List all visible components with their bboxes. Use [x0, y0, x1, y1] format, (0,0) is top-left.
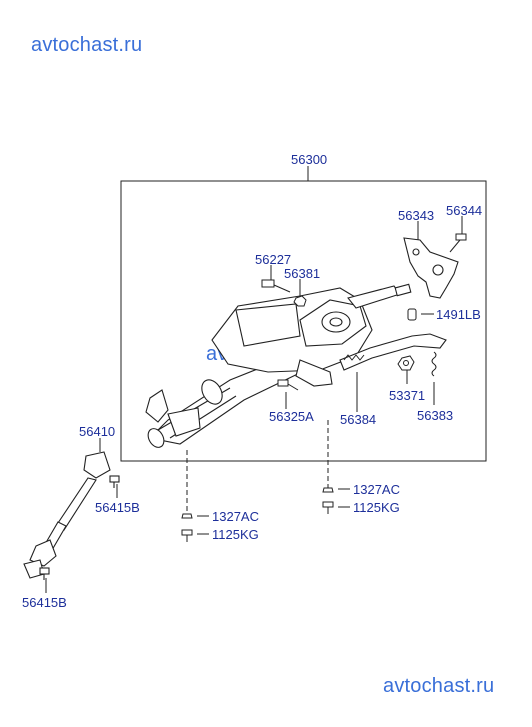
label-56381[interactable]: 56381	[284, 266, 321, 281]
spring-icon-56384	[343, 354, 365, 361]
label-1327ac-right[interactable]: 1327AC	[353, 482, 400, 497]
intermediate-shaft-icon	[23, 451, 120, 580]
bracket-icon	[403, 237, 459, 299]
watermark-top: avtochast.ru	[31, 34, 143, 56]
nut-icon-53371	[397, 355, 415, 371]
steering-column-icon	[145, 283, 412, 448]
nut-icon-56381	[293, 295, 307, 307]
label-56325a[interactable]: 56325A	[269, 409, 314, 424]
watermark-bottom: avtochast.ru	[383, 675, 495, 697]
label-56343[interactable]: 56343	[398, 208, 435, 223]
bolt-icon-56344	[449, 233, 467, 253]
nut-icon-1327ac-right	[322, 487, 334, 493]
label-56384[interactable]: 56384	[340, 412, 377, 427]
label-1125kg-left[interactable]: 1125KG	[212, 527, 259, 542]
label-56227[interactable]: 56227	[255, 252, 292, 267]
label-56300[interactable]: 56300	[291, 152, 328, 167]
spring-icon-56383	[431, 351, 437, 377]
bolt-icon-56415b-top	[109, 475, 120, 488]
label-56410[interactable]: 56410	[79, 424, 116, 439]
bolt-icon-1125kg-left	[181, 529, 193, 542]
tilt-lever-icon	[339, 333, 447, 371]
label-56415b-bottom[interactable]: 56415B	[22, 595, 67, 610]
bolt-icon-56325a	[277, 379, 299, 391]
label-1125kg-right[interactable]: 1125KG	[353, 500, 400, 515]
bushing-icon-1491lb	[407, 308, 417, 321]
bolt-icon-1125kg-right	[322, 501, 334, 514]
label-56344[interactable]: 56344	[446, 203, 483, 218]
bolt-icon-56415b-bottom	[39, 567, 50, 580]
label-56415b-top[interactable]: 56415B	[95, 500, 140, 515]
label-53371[interactable]: 53371	[389, 388, 426, 403]
nut-icon-1327ac-left	[181, 513, 193, 519]
assembly-frame	[120, 180, 487, 462]
label-1327ac-left[interactable]: 1327AC	[212, 509, 259, 524]
bolt-icon-56227	[261, 279, 291, 293]
label-56383[interactable]: 56383	[417, 408, 454, 423]
label-1491lb[interactable]: 1491LB	[436, 307, 481, 322]
